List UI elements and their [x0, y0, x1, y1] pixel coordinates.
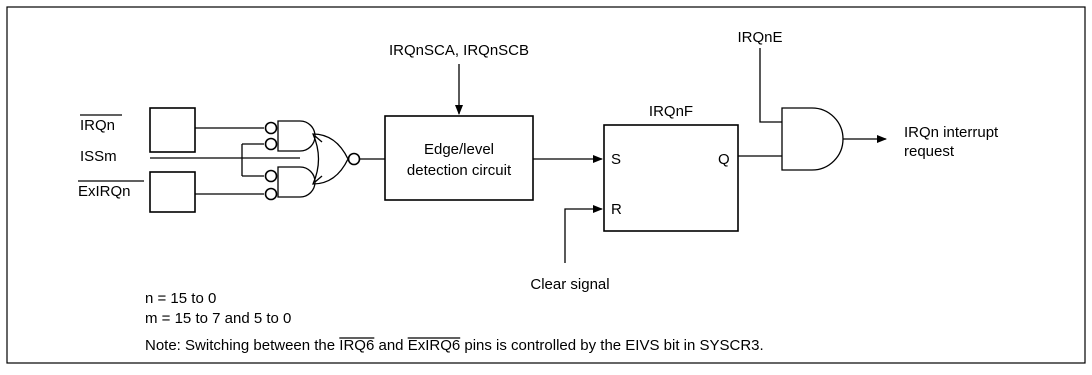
m-range-note: m = 15 to 7 and 5 to 0: [145, 310, 291, 327]
exirq-pin-label: ExIRQn: [78, 183, 131, 200]
note-exirq6-pin: ExIRQ6: [408, 337, 461, 354]
issm-label: ISSm: [80, 148, 117, 165]
q-output-label: Q: [718, 151, 730, 168]
irqnf-label: IRQnF: [649, 103, 693, 120]
irqnf-flag-box: [603, 124, 739, 232]
edge-circuit-label-1: Edge/level: [424, 141, 494, 158]
irq-pin-label: IRQn: [80, 117, 115, 134]
lower-and-gate: [264, 166, 316, 201]
edge-level-detection-box: [384, 115, 534, 201]
irq-pin-box: [149, 107, 196, 153]
output-label-2: request: [904, 143, 955, 160]
note-and: and: [374, 337, 407, 354]
note-prefix: Note: Switching between the: [145, 337, 339, 354]
note-suffix: pins is controlled by the EIVS bit in SY…: [460, 337, 763, 354]
irqne-wire: [759, 48, 782, 123]
irqne-label: IRQnE: [737, 29, 782, 46]
upper-gate-output: [314, 135, 323, 143]
set-input-label: S: [611, 151, 621, 168]
edge-circuit-label-2: detection circuit: [407, 162, 512, 179]
output-and-gate: [781, 107, 844, 171]
exirq-pin-box: [149, 171, 196, 213]
lower-gate-output: [314, 175, 323, 183]
sca-scb-label: IRQnSCA, IRQnSCB: [389, 42, 529, 59]
note-irq6-pin: IRQ6: [339, 337, 374, 354]
output-label-1: IRQn interrupt: [904, 124, 999, 141]
clear-signal-arrow: [564, 205, 603, 263]
n-range-note: n = 15 to 0: [145, 290, 216, 307]
clear-signal-label: Clear signal: [530, 276, 609, 293]
switching-note: Note: Switching between the IRQ6 and ExI…: [145, 337, 764, 354]
nor-gate: [312, 133, 361, 185]
reset-input-label: R: [611, 201, 622, 218]
